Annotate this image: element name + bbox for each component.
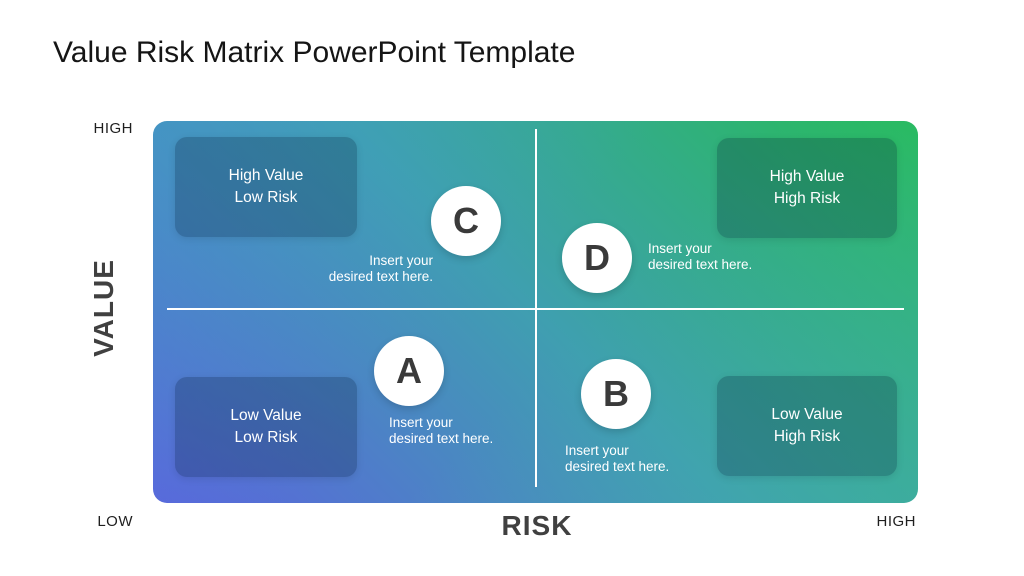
- quadrant-box-high-value-low-risk: High Value Low Risk: [175, 137, 357, 237]
- quadrant-box-low-value-high-risk: Low Value High Risk: [717, 376, 897, 476]
- value-axis-low-label: LOW: [97, 513, 133, 530]
- quadrant-box-low-value-low-risk: Low Value Low Risk: [175, 377, 357, 477]
- placeholder-text-a: Insert your desired text here.: [389, 415, 494, 446]
- placeholder-text-b: Insert your desired text here.: [565, 443, 670, 474]
- risk-axis-high-label: HIGH: [876, 513, 916, 530]
- placeholder-text-d: Insert your desired text here.: [648, 241, 753, 272]
- risk-axis-title: RISK: [501, 510, 573, 541]
- value-axis-title: VALUE: [88, 259, 119, 357]
- marker-circle-c: C: [431, 186, 501, 256]
- value-axis-high-label: HIGH: [93, 120, 133, 137]
- marker-circle-b: B: [581, 359, 651, 429]
- matrix-canvas: High Value Low Risk High Value High Risk…: [153, 121, 918, 503]
- quadrant-box-high-value-high-risk: High Value High Risk: [717, 138, 897, 238]
- horizontal-divider: [167, 308, 904, 310]
- placeholder-text-c: Insert your desired text here.: [328, 253, 433, 284]
- slide-title: Value Risk Matrix PowerPoint Template: [53, 36, 576, 69]
- marker-circle-d: D: [562, 223, 632, 293]
- marker-circle-a: A: [374, 336, 444, 406]
